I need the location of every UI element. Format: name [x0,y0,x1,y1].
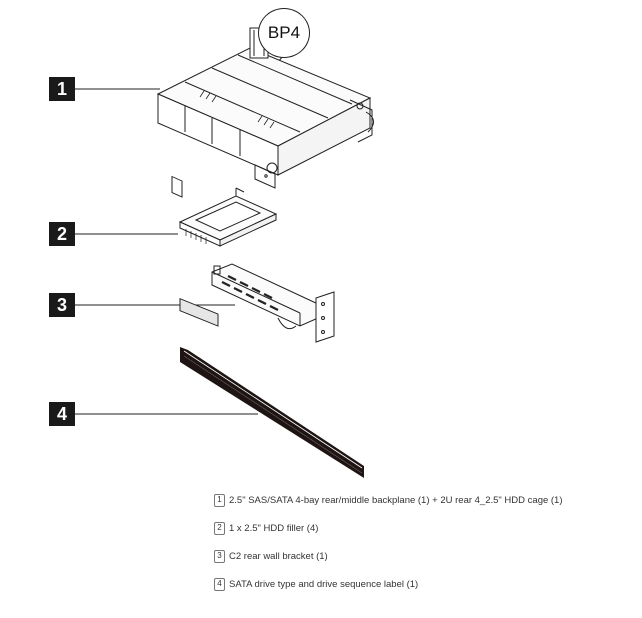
hdd-filler-icon [178,187,278,327]
drive-label-strip-icon [180,347,364,478]
legend-item: 2 1 x 2.5" HDD filler (4) [214,521,634,535]
legend-item: 3 C2 rear wall bracket (1) [214,549,634,563]
legend-item: 1 2.5" SAS/SATA 4-bay rear/middle backpl… [214,493,634,507]
legend-text: 2.5" SAS/SATA 4-bay rear/middle backplan… [229,494,563,506]
legend-number: 3 [214,549,225,563]
legend-item: 4 SATA drive type and drive sequence lab… [214,577,634,591]
hdd-cage-icon [156,27,374,198]
legend-text: 1 x 2.5" HDD filler (4) [229,522,319,534]
callout-4: 4 [49,402,75,426]
callout-1: 1 [49,77,75,101]
callout-3: 3 [49,293,75,317]
backplane-badge-text: BP4 [267,23,301,42]
parts-legend: 1 2.5" SAS/SATA 4-bay rear/middle backpl… [214,493,634,605]
legend-number: 1 [214,493,225,507]
legend-number: 4 [214,577,225,591]
callout-2: 2 [49,222,75,246]
backplane-badge: BP4 [258,8,310,58]
legend-text: SATA drive type and drive sequence label… [229,578,419,590]
rear-wall-bracket-icon [211,263,335,343]
legend-text: C2 rear wall bracket (1) [229,550,328,562]
legend-number: 2 [214,521,225,535]
